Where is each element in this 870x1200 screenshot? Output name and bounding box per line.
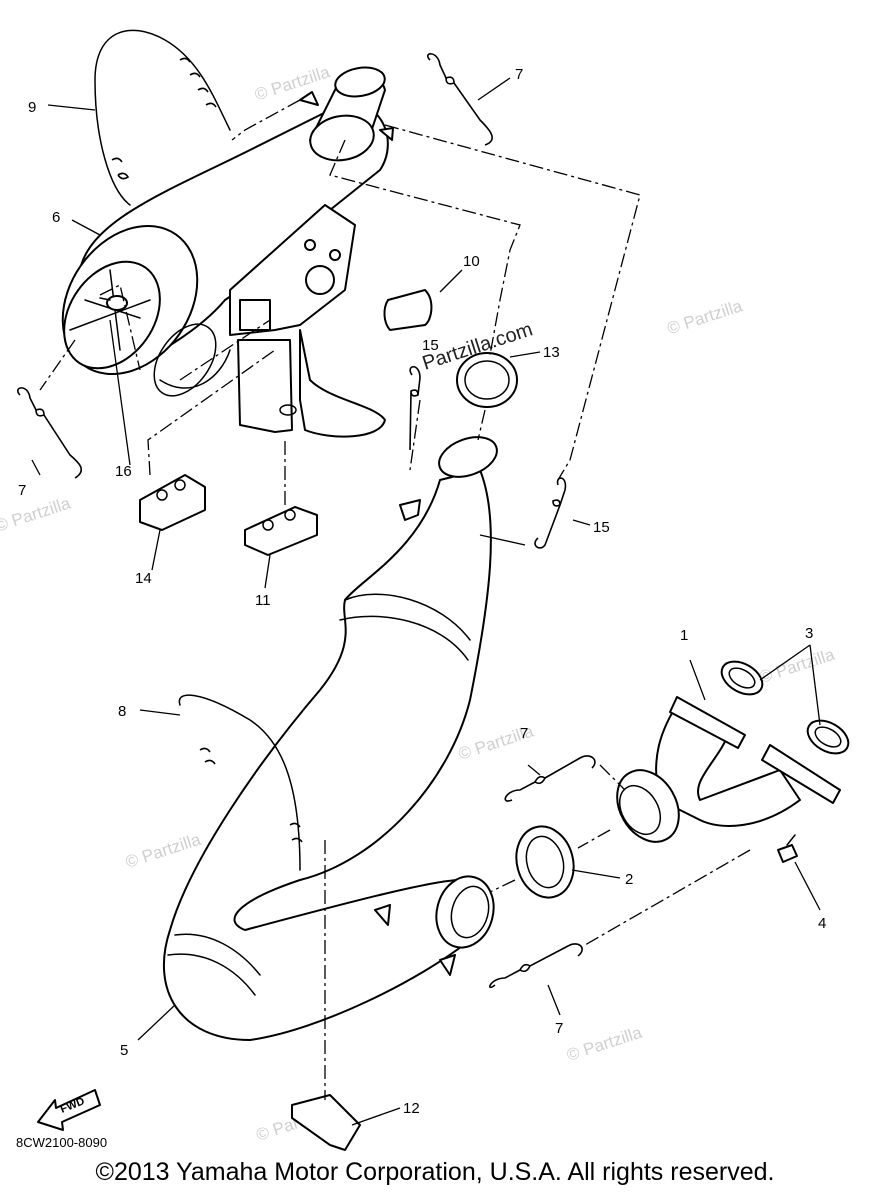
watermark: © Partzilla bbox=[123, 830, 203, 872]
callout-9: 9 bbox=[28, 99, 36, 116]
callout-15: 15 bbox=[422, 337, 439, 354]
callout-5: 5 bbox=[120, 1042, 128, 1059]
callout-2: 2 bbox=[625, 871, 633, 888]
spring-7-top bbox=[427, 53, 493, 146]
callout-4: 4 bbox=[818, 915, 826, 932]
spring-15-upper bbox=[409, 365, 421, 451]
callout-3: 3 bbox=[805, 625, 813, 642]
callout-8: 8 bbox=[118, 703, 126, 720]
spring-wire-8 bbox=[178, 694, 301, 871]
callout-6: 6 bbox=[52, 209, 60, 226]
damper-10 bbox=[383, 289, 433, 331]
callout-16: 16 bbox=[115, 463, 132, 480]
bolt-4 bbox=[777, 834, 798, 863]
callout-12: 12 bbox=[403, 1100, 420, 1117]
spring-7-left bbox=[17, 387, 83, 479]
callout-11: 11 bbox=[255, 592, 271, 609]
copyright-notice: ©2013 Yamaha Motor Corporation, U.S.A. A… bbox=[95, 1158, 775, 1186]
joint-pipe bbox=[299, 66, 394, 162]
callout-15: 15 bbox=[593, 519, 610, 536]
bolt-16 bbox=[99, 295, 128, 311]
callout-labels: 9 6 7 10 15 13 7 16 15 14 11 1 3 8 7 2 4… bbox=[18, 66, 826, 1117]
spring-wire-9 bbox=[94, 29, 231, 206]
damper-14 bbox=[139, 474, 206, 531]
watermark: © Partzilla bbox=[665, 296, 745, 338]
spring-15-lower bbox=[534, 477, 567, 549]
callout-13: 13 bbox=[543, 344, 560, 361]
muffler-bracket bbox=[229, 204, 386, 438]
assembly-lines bbox=[39, 99, 751, 1100]
silencer bbox=[61, 102, 389, 397]
spring-7-mid bbox=[504, 755, 596, 802]
watermark: © Partzilla bbox=[757, 645, 837, 687]
protector-12 bbox=[291, 1094, 361, 1151]
callout-7: 7 bbox=[18, 482, 26, 499]
diagram-code: 8CW2100-8090 bbox=[16, 1135, 107, 1150]
gasket-3a bbox=[720, 660, 764, 696]
callout-7: 7 bbox=[520, 725, 528, 742]
seal-ring-2 bbox=[515, 825, 575, 899]
callout-10: 10 bbox=[463, 253, 480, 270]
exhaust-pipe bbox=[162, 436, 498, 1041]
manifold bbox=[616, 696, 841, 843]
fwd-arrow: FWD bbox=[37, 1089, 101, 1131]
callout-1: 1 bbox=[680, 627, 688, 644]
watermark: © Partzilla bbox=[0, 493, 73, 535]
damper-11 bbox=[244, 506, 318, 556]
leader-lines bbox=[31, 77, 821, 1126]
watermark: © Partzilla bbox=[252, 62, 332, 104]
gasket-3b bbox=[806, 719, 850, 755]
callout-14: 14 bbox=[135, 570, 152, 587]
callout-7: 7 bbox=[515, 66, 523, 83]
callout-7: 7 bbox=[555, 1020, 563, 1037]
watermark: © Partzilla bbox=[564, 1023, 644, 1065]
spring-7-bottom bbox=[489, 943, 583, 989]
